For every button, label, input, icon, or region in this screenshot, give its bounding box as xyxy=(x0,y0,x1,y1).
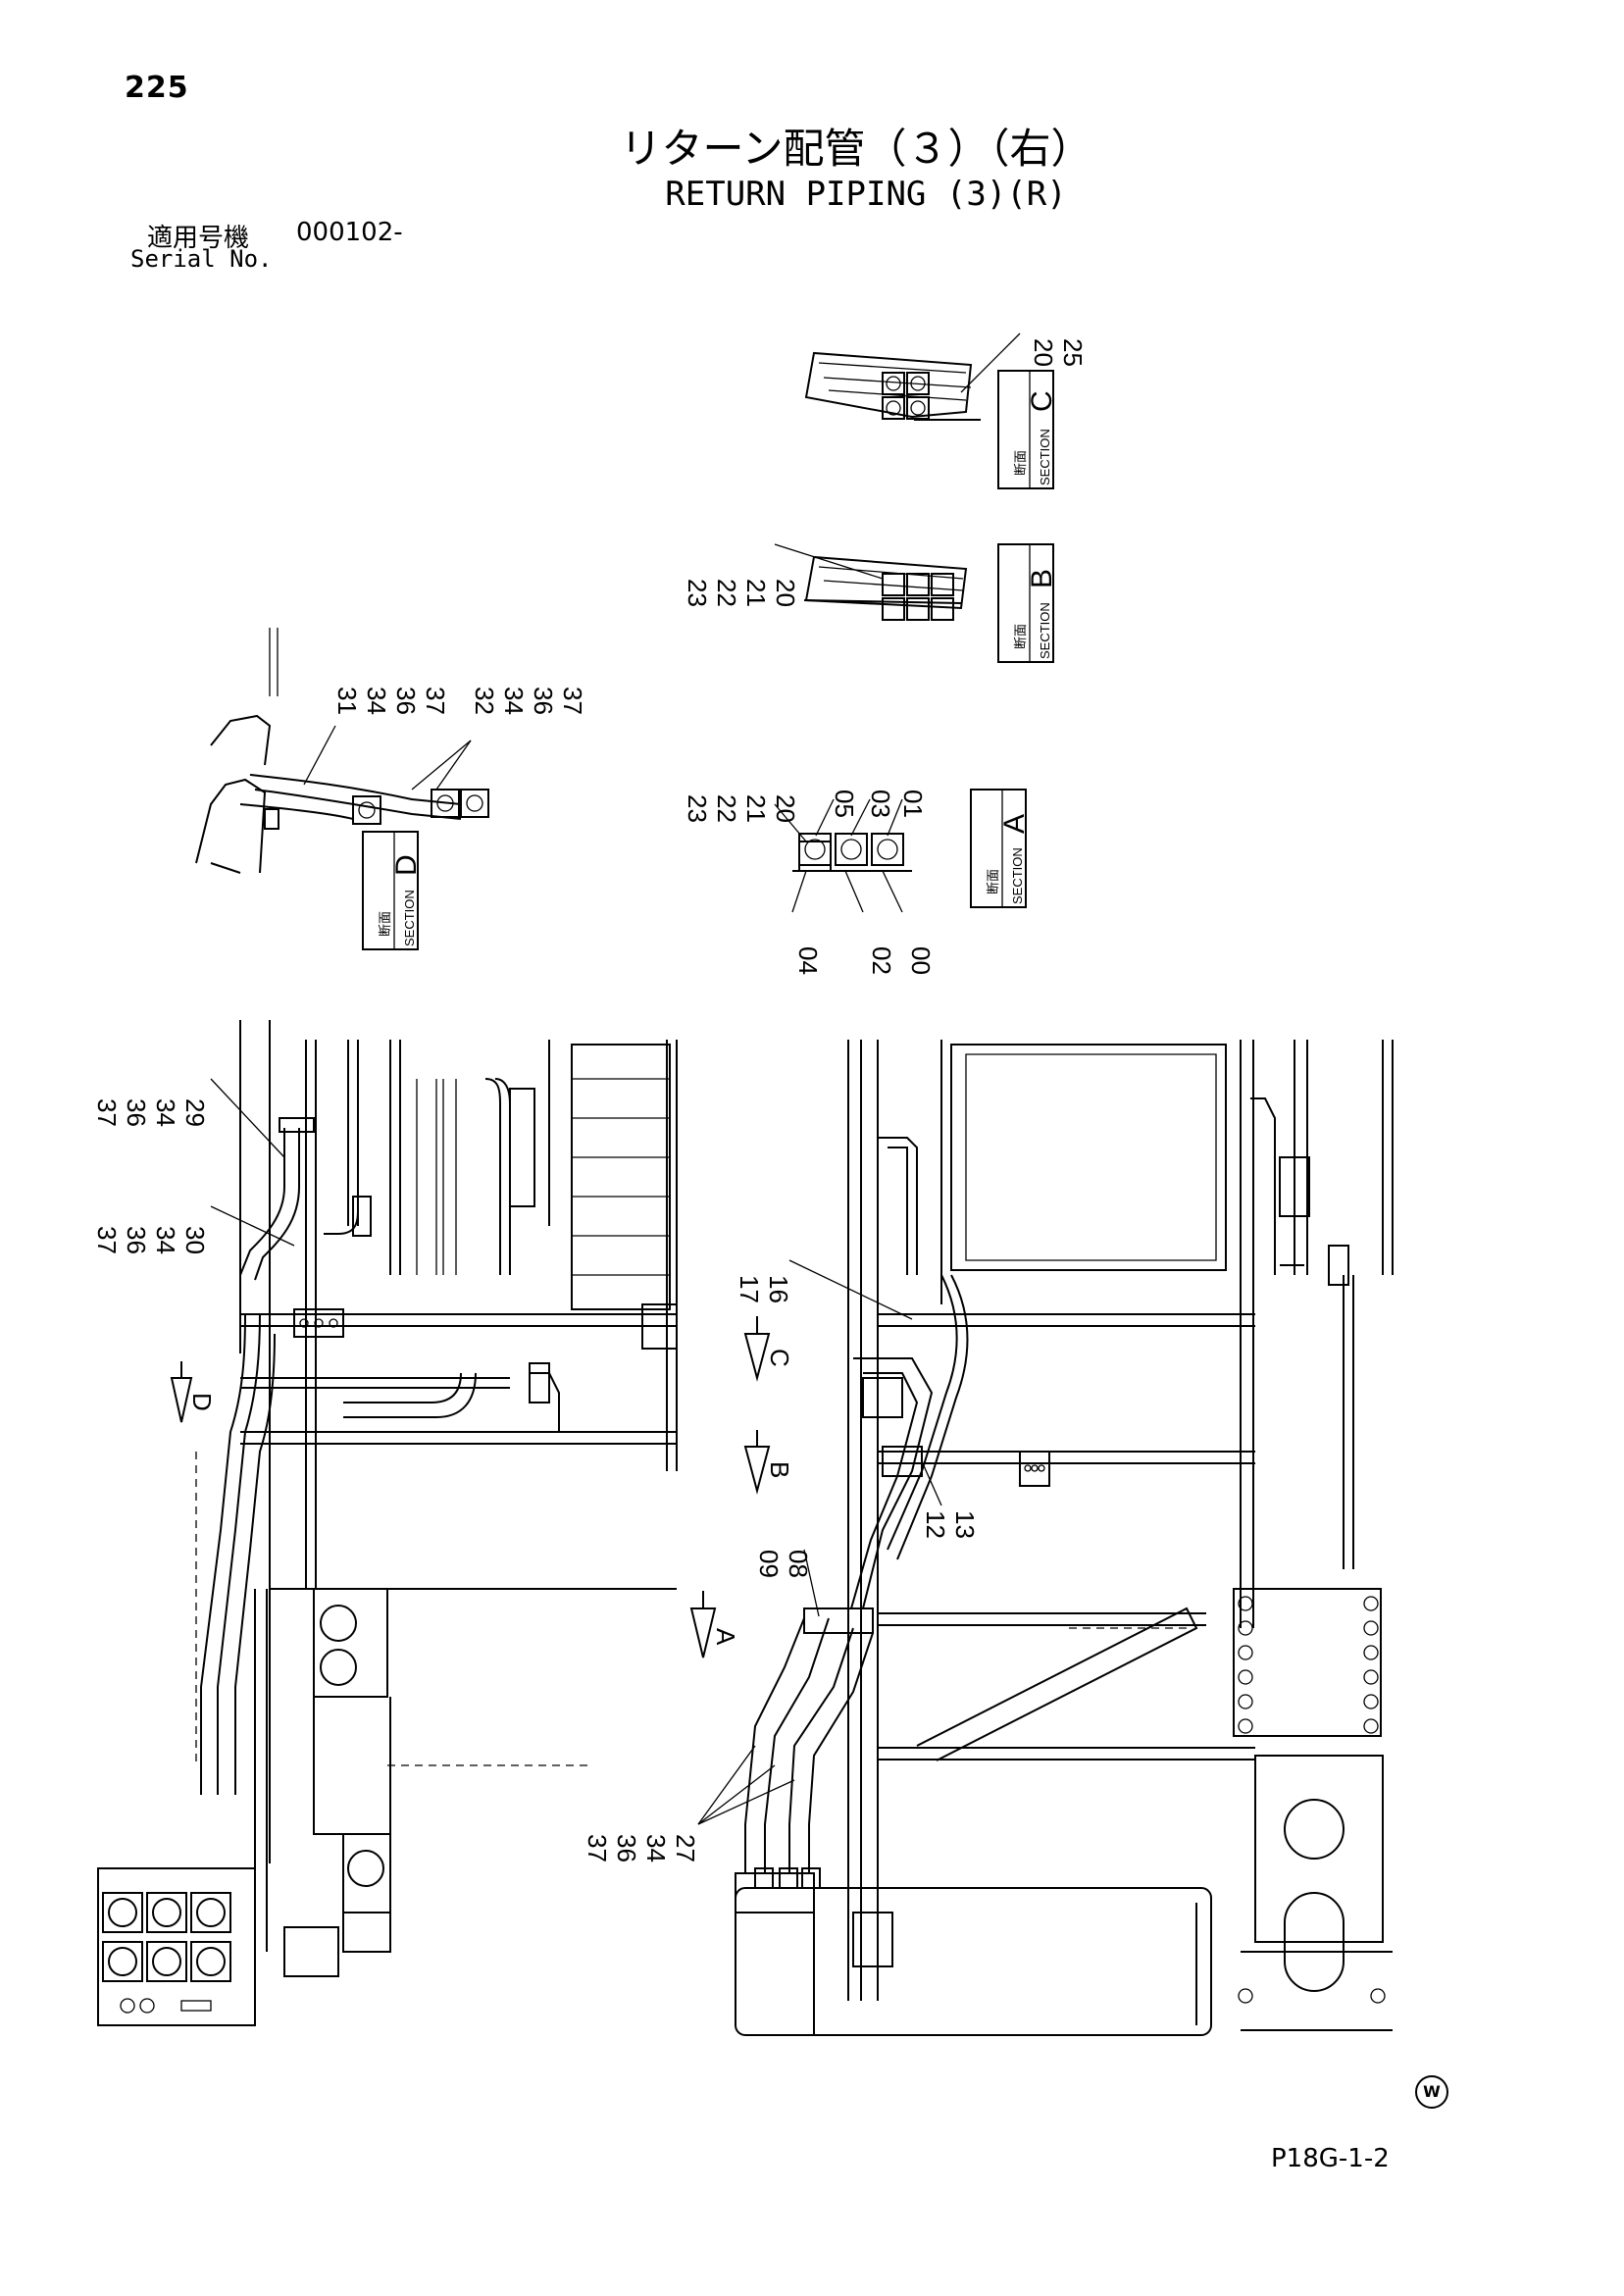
callout-number: 22 xyxy=(712,794,741,823)
section-b-callouts: 23 22 21 20 xyxy=(683,579,800,607)
callout-number: 34 xyxy=(362,687,391,715)
callout-number: 31 xyxy=(332,687,362,715)
callout-number: 00 xyxy=(906,946,936,975)
callout-number: 32 xyxy=(470,687,499,715)
section-label-jp: 断面 xyxy=(986,869,1000,894)
section-label-letter: A xyxy=(998,814,1031,834)
callout-number: 20 xyxy=(771,579,800,607)
main-plan-left xyxy=(97,1020,678,2026)
view-arrow-letter: A xyxy=(711,1628,740,1646)
main-right-callouts: 17 16 09 08 12 13 37 36 34 27 xyxy=(583,1259,980,1862)
view-arrow-letter: C xyxy=(765,1349,794,1367)
callout-number: 09 xyxy=(754,1550,784,1578)
section-label-en: SECTION xyxy=(1038,429,1052,485)
callout-number: 20 xyxy=(1029,338,1058,367)
section-label-en: SECTION xyxy=(402,890,417,946)
callout-number: 34 xyxy=(151,1226,180,1254)
callout-number: 23 xyxy=(683,579,712,607)
section-a-view xyxy=(774,798,912,913)
callout-number: 37 xyxy=(92,1226,122,1254)
view-arrow-d: D xyxy=(170,1361,217,1423)
section-label-en: SECTION xyxy=(1010,847,1025,904)
callout-number: 20 xyxy=(771,794,800,823)
callout-number: 22 xyxy=(712,579,741,607)
callout-number: 36 xyxy=(122,1098,151,1127)
callout-number: 03 xyxy=(866,790,895,818)
section-label-letter: D xyxy=(390,854,423,876)
view-arrow-a: A xyxy=(689,1591,740,1658)
section-b-label: 断面 SECTION B xyxy=(997,543,1058,663)
section-c-view xyxy=(804,332,1021,421)
callout-number: 21 xyxy=(741,579,771,607)
callout-number: 21 xyxy=(741,794,771,823)
callout-number: 16 xyxy=(764,1275,793,1303)
page-title-japanese: リターン配管（３）（右） xyxy=(620,125,1092,173)
main-plan-right xyxy=(735,1040,1394,2036)
callout-number: 36 xyxy=(612,1834,641,1862)
section-label-jp: 断面 xyxy=(1013,450,1028,476)
callout-number: 36 xyxy=(122,1226,151,1254)
section-d-label: 断面 SECTION D xyxy=(362,831,423,950)
section-b-view xyxy=(774,543,968,621)
callout-number: 36 xyxy=(391,687,421,715)
callout-number: 37 xyxy=(558,687,587,715)
callout-number: 34 xyxy=(499,687,529,715)
callout-number: 37 xyxy=(92,1098,122,1127)
page-number: 225 xyxy=(125,71,189,105)
section-label-jp: 断面 xyxy=(1013,624,1028,649)
callout-number: 23 xyxy=(683,794,712,823)
callout-number: 36 xyxy=(529,687,558,715)
section-a-callouts: 23 22 21 20 05 03 01 04 02 00 xyxy=(683,790,936,975)
callout-number: 30 xyxy=(180,1226,210,1254)
callout-number: 37 xyxy=(421,687,450,715)
serial-label-japanese: 適用号機 xyxy=(147,224,250,253)
serial-value: 000102- xyxy=(296,218,403,247)
callout-number: 01 xyxy=(898,790,928,818)
figure-code: P18G-1-2 xyxy=(1271,2144,1390,2173)
callout-number: 27 xyxy=(671,1834,700,1862)
callout-number: 25 xyxy=(1058,338,1088,367)
callout-number: 37 xyxy=(583,1834,612,1862)
callout-number: 04 xyxy=(793,946,823,975)
callout-number: 02 xyxy=(867,946,896,975)
section-d-callouts: 31 34 36 37 32 34 36 37 xyxy=(332,687,587,715)
callout-number: 34 xyxy=(151,1098,180,1127)
section-c-callouts: 20 25 xyxy=(1029,338,1088,367)
section-label-en: SECTION xyxy=(1038,602,1052,659)
section-d-view xyxy=(195,628,489,874)
callout-number: 05 xyxy=(830,790,859,818)
callout-number: 29 xyxy=(180,1098,210,1127)
section-a-label: 断面 SECTION A xyxy=(970,789,1031,908)
copyright-mark: W xyxy=(1415,2075,1448,2109)
callout-number: 34 xyxy=(641,1834,671,1862)
view-arrow-b: B xyxy=(743,1430,794,1495)
section-label-jp: 断面 xyxy=(378,911,392,937)
page-title-english: RETURN PIPING (3)(R) xyxy=(665,175,1067,214)
section-c-label: 断面 SECTION C xyxy=(997,370,1058,489)
view-arrow-letter: D xyxy=(187,1393,217,1411)
view-arrow-c: C xyxy=(743,1316,794,1382)
callout-number: 17 xyxy=(735,1275,764,1303)
serial-label-english: Serial No. xyxy=(130,245,273,273)
callout-number: 12 xyxy=(921,1510,950,1539)
callout-number: 13 xyxy=(950,1510,980,1539)
view-arrow-letter: B xyxy=(765,1461,794,1478)
section-label-letter: B xyxy=(1026,569,1058,588)
main-left-callouts: 37 36 34 29 37 36 34 30 xyxy=(92,1078,295,1254)
section-label-letter: C xyxy=(1026,390,1058,412)
callout-number: 08 xyxy=(784,1550,813,1578)
